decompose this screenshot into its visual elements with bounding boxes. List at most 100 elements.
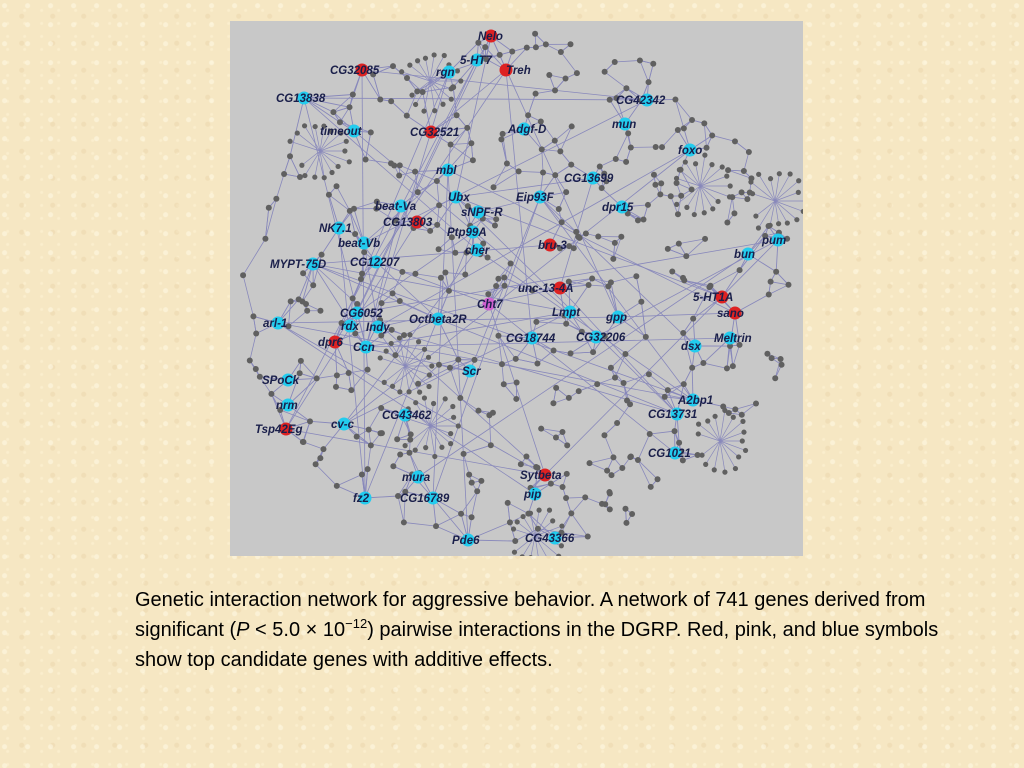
gene-node (727, 343, 734, 350)
gene-node (622, 350, 629, 357)
gene-node (436, 202, 443, 209)
gene-node (679, 457, 686, 464)
gene-node (636, 57, 643, 64)
edge (559, 126, 573, 152)
edge (539, 196, 696, 347)
gene-node (430, 400, 437, 407)
edge (319, 150, 325, 178)
edge (289, 156, 301, 178)
highlighted-node-blue (688, 339, 702, 353)
gene-node (421, 346, 428, 352)
edge (566, 496, 586, 499)
gene-node (676, 439, 683, 446)
gene-label: Tsp42Eg (255, 424, 303, 436)
edge (271, 393, 281, 411)
gene-label: Pde6 (452, 535, 480, 547)
edge (527, 93, 536, 116)
gene-node (627, 401, 634, 408)
gene-node (399, 69, 405, 75)
edge (561, 532, 588, 537)
edge (319, 150, 350, 163)
gene-node (442, 269, 449, 276)
gene-label: foxo (678, 145, 702, 157)
gene-node (800, 208, 803, 215)
edge (303, 97, 478, 251)
gene-node (407, 62, 413, 68)
gene-node (265, 204, 272, 211)
edge (667, 248, 687, 257)
edge (343, 149, 691, 425)
gene-node (596, 163, 603, 170)
gene-node (400, 519, 407, 526)
edge (540, 121, 556, 141)
edge (460, 491, 478, 514)
edge (612, 236, 622, 260)
edge (315, 463, 338, 487)
gene-node (765, 222, 772, 229)
edge (409, 452, 420, 474)
edge (455, 196, 723, 298)
gene-node (346, 104, 353, 111)
highlighted-node-red (328, 335, 342, 349)
gene-node (755, 225, 762, 231)
gene-node (589, 275, 596, 282)
gene-node (746, 189, 753, 196)
gene-node (727, 183, 733, 189)
gene-node (796, 178, 802, 184)
gene-node (406, 449, 413, 456)
edge (425, 425, 431, 448)
gene-node (784, 220, 790, 226)
highlighted-node-blue (771, 233, 785, 247)
gene-node (528, 555, 533, 556)
gene-label: mura (402, 472, 431, 484)
gene-node (397, 389, 403, 395)
gene-node (396, 172, 403, 179)
edge (429, 398, 446, 427)
edge (623, 373, 650, 384)
gene-node (546, 72, 553, 79)
edge (498, 263, 511, 279)
edge (544, 239, 779, 476)
edge (534, 535, 539, 556)
gene-node (647, 483, 654, 490)
highlighted-node-blue (350, 306, 364, 320)
gene-label: SPoCk (262, 375, 300, 387)
edge (393, 465, 413, 475)
edge (648, 63, 654, 83)
gene-node (565, 394, 572, 401)
gene-node (688, 186, 695, 193)
gene-node (607, 364, 614, 371)
gene-node (509, 48, 516, 55)
edge (417, 253, 749, 478)
gene-node (457, 395, 464, 402)
gene-node (439, 444, 445, 450)
edge (429, 425, 443, 448)
gene-node (776, 171, 782, 177)
edge (429, 425, 451, 434)
gene-node (731, 210, 738, 217)
gene-node (377, 96, 384, 103)
gene-label: CG32085 (330, 65, 380, 77)
edge (675, 99, 693, 121)
edge (404, 474, 413, 492)
gene-node (562, 75, 569, 82)
gene-node (601, 333, 608, 340)
edge (683, 367, 693, 385)
edge (404, 365, 430, 376)
gene-label: CG13838 (276, 93, 326, 105)
highlighted-node-red (410, 215, 424, 229)
highlighted-node-blue (441, 163, 455, 177)
edge (356, 35, 492, 314)
edge (477, 42, 487, 60)
gene-node (678, 192, 685, 199)
edge (493, 163, 508, 188)
gene-node (453, 112, 460, 119)
gene-node (573, 228, 580, 235)
gene-node (301, 123, 308, 129)
edge (699, 155, 706, 187)
gene-node (573, 70, 580, 77)
edge (637, 459, 658, 480)
edge (714, 416, 721, 442)
gene-node (342, 148, 348, 154)
gene-node (684, 204, 690, 210)
